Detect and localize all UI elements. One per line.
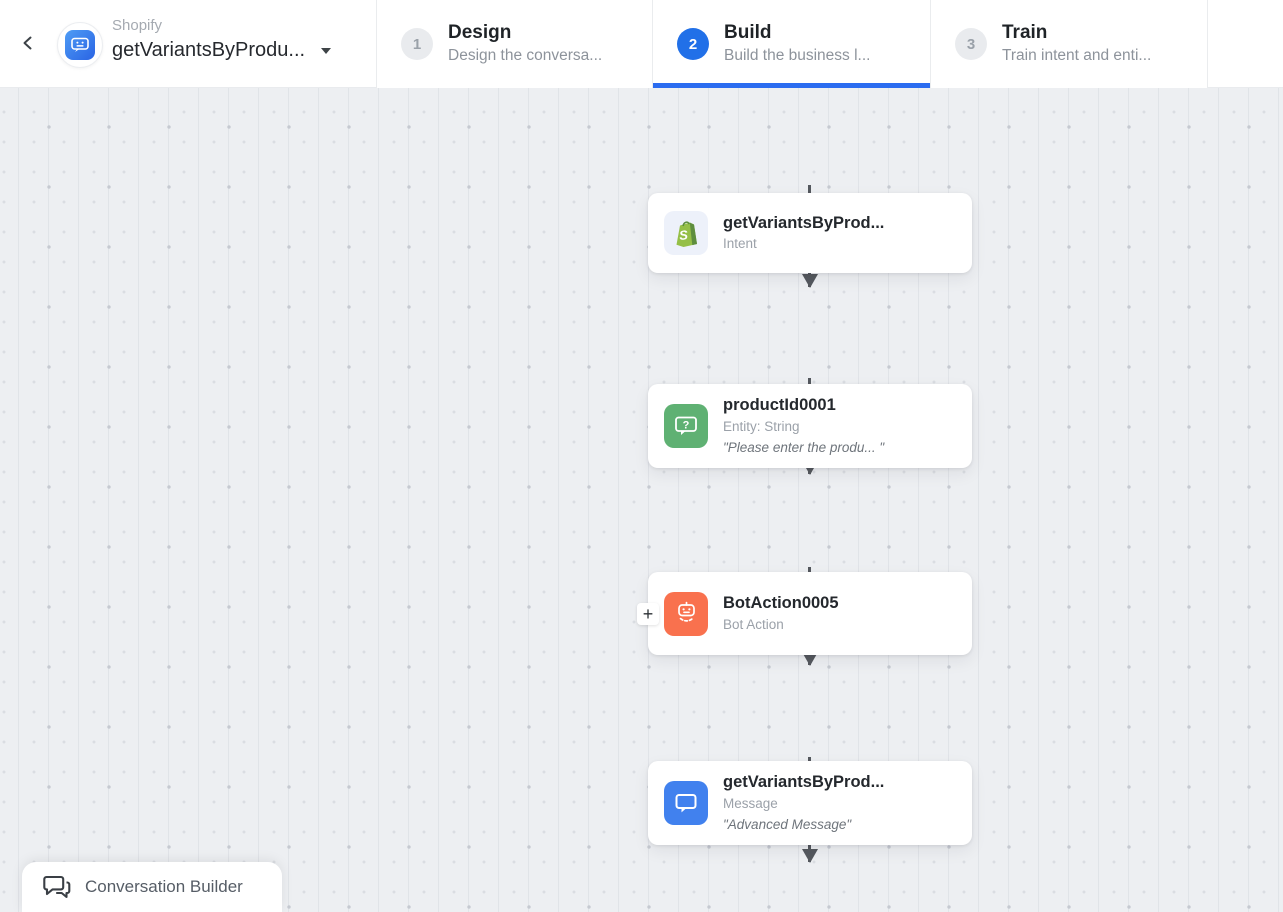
step-badge: 1 [401,28,433,60]
shopify-bag-icon: S [664,211,708,255]
tab-train[interactable]: 3 Train Train intent and enti... [930,0,1208,88]
tab-design[interactable]: 1 Design Design the conversa... [376,0,652,88]
entity-bubble-icon: ? [664,404,708,448]
node-type: Entity: String [723,418,800,434]
message-bubble-icon [664,781,708,825]
step-badge: 2 [677,28,709,60]
node-title: BotAction0005 [723,594,839,613]
chevron-left-icon [21,35,35,54]
flow-node-entity[interactable]: ? productId0001 Entity: String "Please e… [648,384,972,468]
app-avatar [57,22,103,68]
svg-text:S: S [678,227,689,243]
node-title: productId0001 [723,395,836,414]
tab-build[interactable]: 2 Build Build the business l... [652,0,930,88]
node-type: Message [723,795,778,811]
flow-node-bot-action[interactable]: + BotAction0005 Bot Action [637,572,972,655]
conversation-builder-button[interactable]: Conversation Builder [22,862,282,912]
double-chat-bubble-icon [42,874,72,900]
app-meta: Shopify getVariantsByProdu... [112,17,332,62]
tab-subtitle: Design the conversa... [448,47,603,65]
node-title: getVariantsByProd... [723,772,885,791]
svg-text:?: ? [683,419,690,431]
app-platform-label: Shopify [112,17,163,34]
node-title: getVariantsByProd... [723,213,885,232]
flow-node-message[interactable]: getVariantsByProd... Message "Advanced M… [648,761,972,845]
flow-canvas[interactable]: S getVariantsByProd... Intent ? productI… [0,88,1283,912]
chevron-down-icon [321,48,332,55]
node-prompt-text: "Advanced Message" [723,816,852,832]
add-node-button[interactable]: + [637,602,659,625]
tab-title: Build [724,21,772,43]
tab-subtitle: Train intent and enti... [1002,47,1152,65]
flow-node-intent[interactable]: S getVariantsByProd... Intent [648,193,972,273]
top-bar: Shopify getVariantsByProdu... 1 Design D… [0,0,1283,88]
node-prompt-text: "Please enter the produ... " [723,439,885,455]
tab-title: Train [1002,21,1048,43]
tab-subtitle: Build the business l... [724,47,871,65]
back-button[interactable] [14,28,42,60]
bot-chat-app-icon [65,30,95,60]
robot-icon [664,591,708,636]
task-switcher[interactable]: getVariantsByProdu... [112,38,332,62]
step-badge: 3 [955,28,987,60]
node-type: Intent [723,236,757,252]
task-title: getVariantsByProdu... [112,38,306,61]
node-type: Bot Action [723,616,784,632]
tab-title: Design [448,21,512,43]
conversation-builder-label: Conversation Builder [85,877,243,896]
